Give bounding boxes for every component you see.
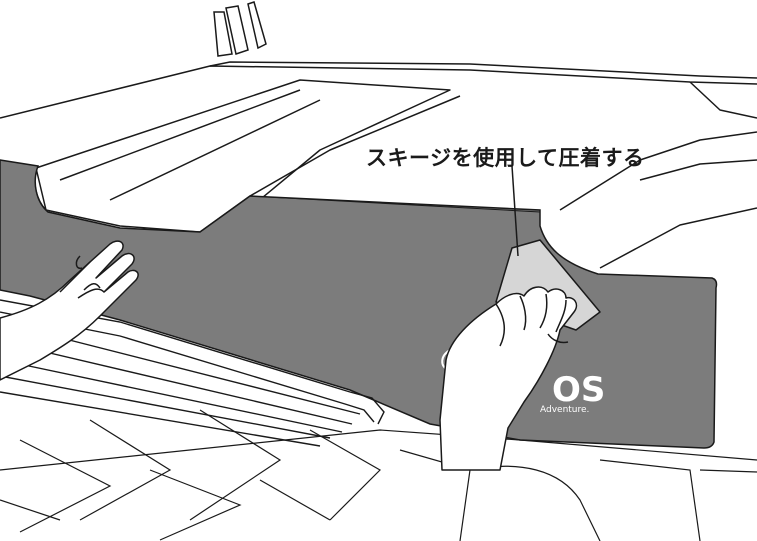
callout-pointer-line [511, 165, 519, 257]
sticker-brand-text: OS [552, 370, 605, 410]
front-grille [0, 299, 385, 447]
left-hand [0, 240, 139, 381]
hood-scoop [33, 79, 461, 233]
right-hand [439, 286, 578, 471]
wiper-arm [213, 1, 267, 57]
sticker-tagline-text: Adventure. [540, 405, 589, 415]
instruction-callout-label: スキージを使用して圧着する [366, 146, 645, 170]
